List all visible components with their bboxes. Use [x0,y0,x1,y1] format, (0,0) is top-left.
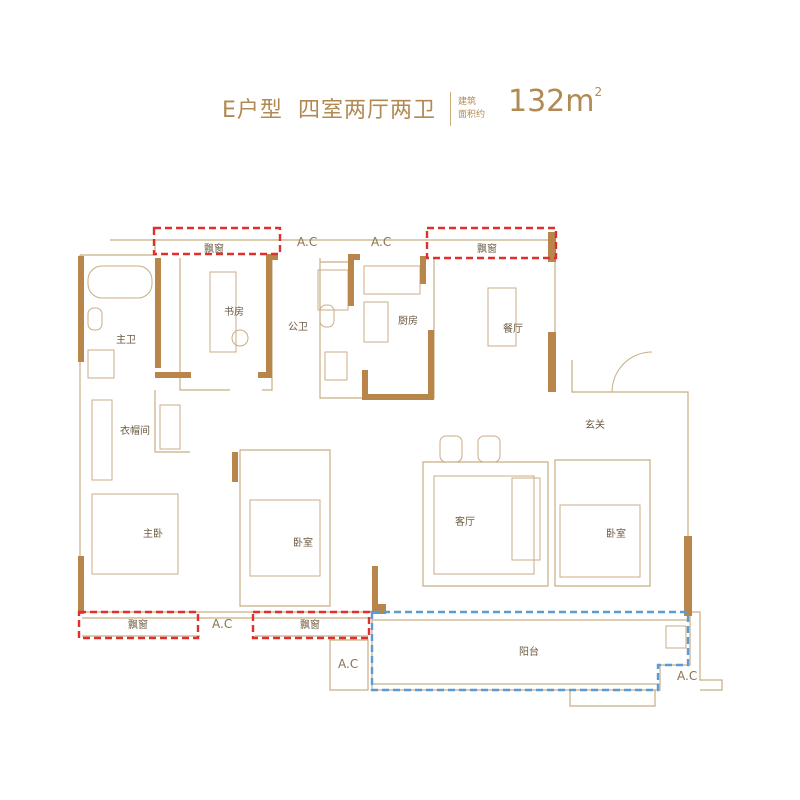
label-ac-bottom-2: A.C [338,657,358,671]
area-label-line2: 面积约 [458,110,486,120]
armchair-1 [439,435,463,463]
bathtub [87,265,153,299]
study-desk [209,271,237,353]
wall-living-west [372,566,378,614]
label-master-bedroom: 主卧 [143,527,163,540]
sink-public [324,351,348,381]
label-bay-study: 飘窗 [204,242,224,255]
label-ac-top-2: A.C [371,235,391,249]
label-closet: 衣帽间 [120,424,150,437]
header-divider [450,92,451,126]
kitchen-sink [363,265,421,295]
furniture-lines [87,265,687,649]
area-unit-superscript: 2 [594,85,603,99]
bed-3 [559,504,641,578]
bay-window-bedroom2 [251,610,371,640]
label-ac-bottom-1: A.C [212,617,232,631]
label-entrance: 玄关 [585,418,605,431]
label-bedroom-3: 卧室 [606,527,626,540]
wall-bed2-west [232,452,238,482]
armchair-2 [477,435,501,463]
layout-title: 四室两厅两卫 [298,98,437,123]
wall-segments [78,232,692,616]
label-bay-dining: 飘窗 [477,242,497,255]
label-living: 客厅 [455,515,475,528]
wall-kitchen-east [428,330,434,400]
area-label-line1: 建筑 [458,97,477,107]
wall-public-bath-east [348,256,354,306]
sink-master [87,349,115,379]
unit-type-title: E户型 [222,98,283,123]
wall-dining-north [548,232,556,262]
label-bay-bedroom2: 飘窗 [300,618,320,631]
wall-study-east [266,254,272,378]
washer [665,625,687,649]
wall-kitchen-bottom [362,394,434,400]
cooktop [363,301,389,343]
shower [317,269,349,311]
wall-dining-east [548,332,556,392]
area-number: 132m [508,84,595,119]
wall-west-bottom [78,556,84,614]
label-bay-master: 飘窗 [128,618,148,631]
coffee-area [433,475,535,575]
plan-header: E户型 四室两厅两卫 建筑 面积约 132m2 [0,82,800,132]
wall-study-bottom-right [258,372,272,378]
bay-window-highlights [77,226,558,640]
label-kitchen: 厨房 [398,314,418,327]
wall-west-top [78,256,84,362]
closet-rack-left [91,399,113,481]
label-dining: 餐厅 [503,322,523,335]
label-ac-top-1: A.C [297,235,317,249]
wall-study-top [266,254,278,260]
bed-2 [249,499,321,577]
sofa [511,477,541,561]
label-balcony: 阳台 [519,645,539,658]
closet-rack-right [159,404,181,450]
area-value: 132m2 [508,84,602,119]
label-master-bath: 主卫 [116,334,136,346]
bay-window-master [77,610,200,640]
master-bed [91,493,179,575]
wall-study-bottom-left [155,372,191,378]
label-study: 书房 [224,305,244,318]
wall-kitchen-top-left [348,254,360,260]
toilet-public [319,304,335,328]
label-ac-bottom-3: A.C [677,669,697,683]
wall-balcony-corner [376,604,386,614]
plan-outline-lines [79,239,723,707]
wall-kitchen-top-right [420,256,426,284]
bay-window-dining [425,226,558,260]
wall-east [684,536,692,616]
wall-study-west [155,258,161,368]
dining-table [487,287,517,347]
label-public-bath: 公卫 [288,322,308,333]
toilet-master [87,307,103,331]
entrance-door-swing [611,351,653,393]
study-chair [231,329,249,347]
bay-window-study [152,226,282,256]
label-bedroom-2: 卧室 [293,536,313,549]
wall-kitchen-door [362,370,368,400]
balcony-highlight [370,610,690,692]
